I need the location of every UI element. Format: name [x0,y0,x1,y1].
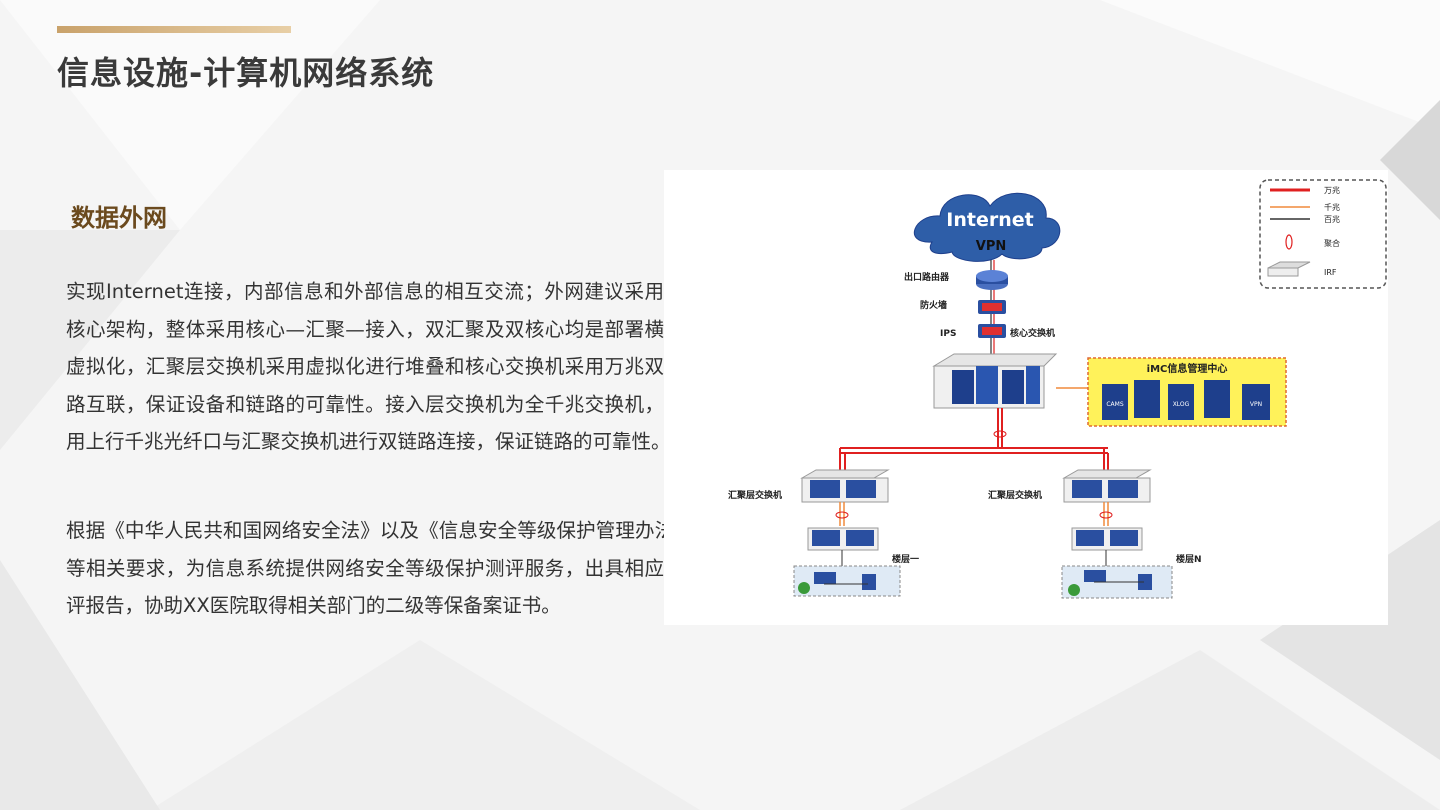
svg-text:VPN: VPN [1250,401,1262,408]
imc-server-2 [1134,380,1160,418]
body-paragraph-1: 实现Internet连接，内部信息和外部信息的相互交流；外网建议采用双核心架构，… [66,280,684,454]
aggregation-switch-left-icon [800,469,890,503]
network-topology-diagram: 万兆 千兆 百兆 聚合 IRF Internet VPN [664,170,1388,625]
title-accent-bar [57,26,291,33]
internet-cloud-icon: Internet VPN [913,192,1061,262]
floor-left-area [793,565,901,597]
legend: 万兆 千兆 百兆 聚合 IRF [1259,179,1387,289]
legend-label-100m: 百兆 [1324,214,1340,224]
access-switch-left-icon [807,527,879,551]
aggregation-left-label: 汇聚层交换机 [728,489,782,501]
imc-server-4 [1204,380,1230,418]
legend-label-aggregation: 聚合 [1324,238,1340,248]
aggregation-right-label: 汇聚层交换机 [988,489,1042,501]
legend-label-1g: 千兆 [1324,202,1340,212]
cloud-subtitle: VPN [976,239,1006,254]
legend-irf-icon [1267,261,1311,277]
imc-server-vpn: VPN [1242,384,1270,420]
body-paragraph-2: 根据《中华人民共和国网络安全法》以及《信息安全等级保护管理办法》等相关要求，为信… [66,519,684,618]
firewall-label: 防火墙 [920,299,947,311]
imc-server-xlog: XLOG [1168,384,1194,420]
firewall-icon [978,300,1006,314]
legend-label-10g: 万兆 [1324,185,1340,195]
svg-text:XLOG: XLOG [1173,401,1190,408]
page-title: 信息设施-计算机网络系统 [57,54,435,92]
section-heading: 数据外网 [71,204,167,232]
floor-right-label: 楼层N [1176,553,1202,565]
ips-icon [978,324,1006,338]
imc-management-center: iMC信息管理中心 CAMS XLOG VPN [1087,357,1287,427]
svg-text:CAMS: CAMS [1106,401,1123,408]
core-switch-label: 核心交换机 [1010,327,1055,339]
legend-label-irf: IRF [1324,268,1337,277]
cloud-title: Internet [946,209,1033,231]
router-label: 出口路由器 [904,271,950,283]
router-icon [976,270,1008,290]
imc-label: iMC信息管理中心 [1147,362,1228,375]
core-switch-icon [932,353,1058,409]
aggregation-switch-right-icon [1062,469,1152,503]
core-to-aggregation-links [839,408,1109,475]
access-switch-right-icon [1071,527,1143,551]
floor-left-label: 楼层一 [892,553,919,565]
imc-server-cams: CAMS [1102,384,1128,420]
ips-label: IPS [940,329,956,339]
legend-aggregation-icon [1285,234,1293,250]
floor-right-area [1061,565,1173,599]
